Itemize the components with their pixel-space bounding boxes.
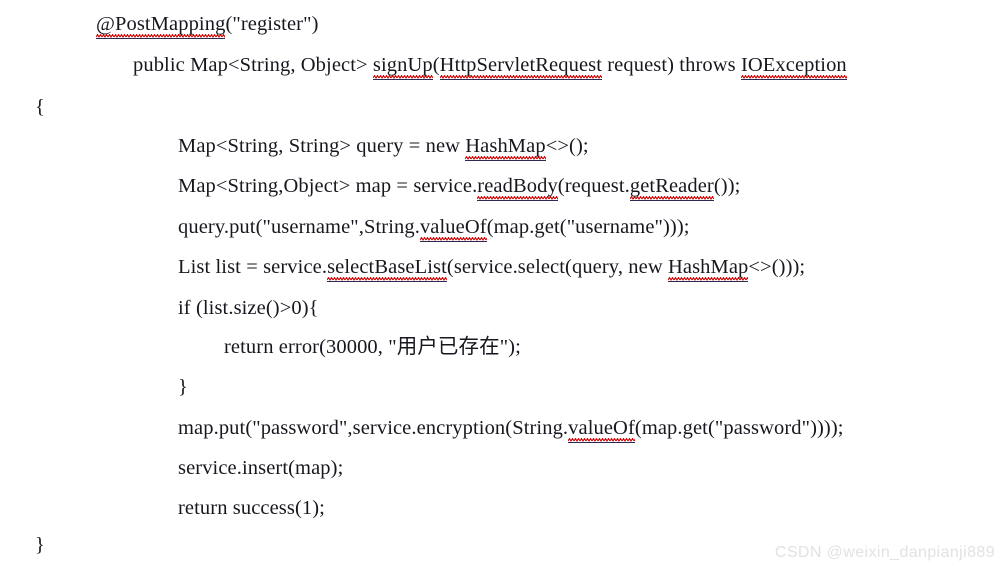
spellcheck-underlined-token: selectBaseList: [327, 257, 447, 282]
spellcheck-underlined-token: getReader: [629, 176, 714, 201]
code-text: List list = service.: [178, 256, 328, 278]
code-text: (: [432, 54, 440, 76]
spellcheck-underlined-token: signUp: [372, 55, 433, 80]
spellcheck-underlined-token: readBody: [477, 176, 558, 201]
code-text: query.put("username",String.: [178, 216, 420, 238]
line-close-brace: }: [35, 535, 45, 556]
line-open-brace: {: [35, 97, 45, 118]
line-query-put: query.put("username",String.valueOf(map.…: [178, 217, 690, 242]
line-return-success: return success(1);: [178, 498, 325, 519]
line-service-insert: service.insert(map);: [178, 458, 343, 479]
csdn-watermark: CSDN @weixin_danpianji889: [774, 544, 995, 561]
code-text: map.put("password",service.encryption(St…: [178, 417, 569, 439]
code-text: request) throws: [602, 54, 741, 76]
code-text: <>()));: [748, 256, 806, 278]
code-text: public Map<String, Object>: [133, 54, 373, 76]
code-text: service.insert(map);: [178, 457, 344, 479]
spellcheck-underlined-token: @PostMapping: [96, 14, 226, 39]
code-text: (map.get("username")));: [486, 216, 690, 238]
code-text: if (list.size()>0){: [178, 297, 319, 319]
code-text: (service.select(query, new: [446, 256, 668, 278]
code-text: return error(30000, "用户已存在");: [224, 336, 521, 358]
spellcheck-underlined-token: valueOf: [568, 418, 635, 443]
code-text: Map<String,Object> map = service.: [178, 175, 478, 197]
line-close-if-brace: }: [178, 377, 188, 398]
code-text: ());: [713, 175, 741, 197]
code-text: }: [178, 376, 188, 398]
line-map-put-password: map.put("password",service.encryption(St…: [178, 418, 844, 443]
line-list-select: List list = service.selectBaseList(servi…: [178, 257, 805, 282]
line-query-decl: Map<String, String> query = new HashMap<…: [178, 136, 589, 161]
line-signature: public Map<String, Object> signUp(HttpSe…: [133, 55, 847, 80]
code-text: (request.: [557, 175, 630, 197]
code-text: Map<String, String> query = new: [178, 135, 466, 157]
code-text: return success(1);: [178, 497, 325, 519]
spellcheck-underlined-token: IOException: [740, 55, 847, 80]
code-text: (map.get("password"))));: [634, 417, 844, 439]
spellcheck-underlined-token: HashMap: [667, 257, 749, 282]
line-map-readbody: Map<String,Object> map = service.readBod…: [178, 176, 740, 201]
spellcheck-underlined-token: HashMap: [465, 136, 546, 161]
spellcheck-underlined-token: HttpServletRequest: [439, 55, 603, 80]
line-annotation: @PostMapping("register"): [96, 14, 319, 39]
code-text: ("register"): [225, 13, 319, 35]
code-text: {: [35, 96, 45, 118]
code-text: }: [35, 534, 45, 556]
line-return-error: return error(30000, "用户已存在");: [224, 337, 521, 358]
line-if: if (list.size()>0){: [178, 298, 319, 319]
code-text: <>();: [545, 135, 589, 157]
spellcheck-underlined-token: valueOf: [419, 217, 487, 242]
